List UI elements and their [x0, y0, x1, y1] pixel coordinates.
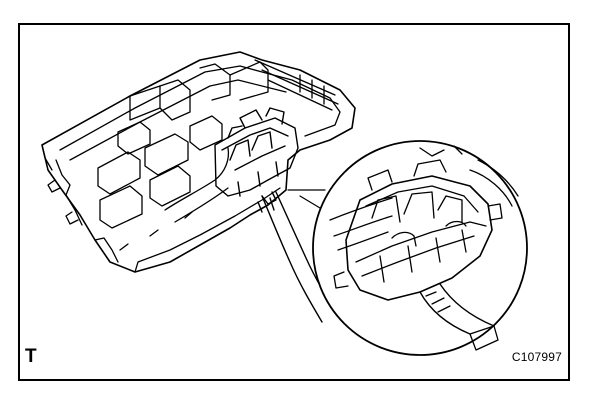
magnified-detail-circle: [312, 140, 528, 356]
corner-letter: T: [25, 346, 37, 367]
connector: [214, 107, 299, 197]
figure-code: C107997: [511, 350, 562, 364]
junction-block: [41, 51, 356, 273]
